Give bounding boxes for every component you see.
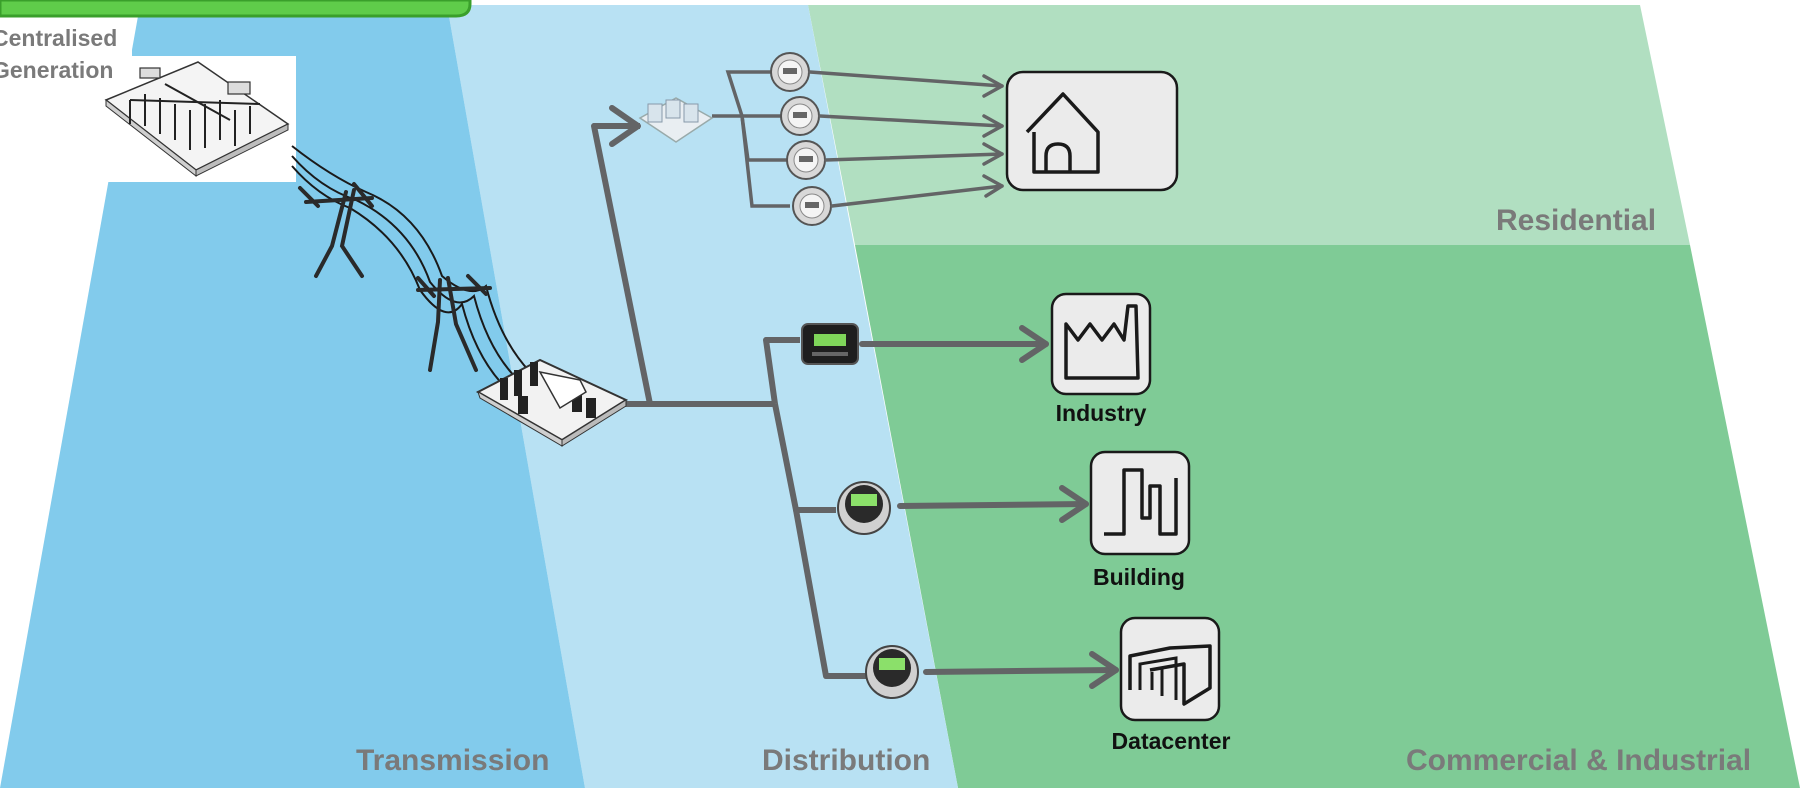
commercial-industrial-zone	[855, 245, 1800, 788]
factory-icon	[1050, 292, 1152, 396]
distribution-label: Distribution	[762, 744, 931, 777]
commercial-industrial-label: Commercial & Industrial	[1406, 744, 1752, 777]
industry-label: Industry	[1055, 400, 1147, 426]
datacenter-label: Datacenter	[1111, 728, 1231, 754]
transmission-label: Transmission	[356, 744, 550, 777]
title-banner	[0, 0, 472, 18]
building-icon	[1089, 450, 1191, 556]
substation-icon	[475, 358, 629, 447]
meter-icon	[792, 186, 832, 226]
generation-label-line1: Centralised	[0, 25, 118, 51]
building-label: Building	[1093, 564, 1185, 590]
meter-icon	[770, 52, 810, 92]
meter-icon	[786, 140, 826, 180]
pylon-icon	[416, 274, 492, 372]
home-icon	[1005, 70, 1179, 192]
distribution-lines	[591, 123, 866, 679]
datacenter-icon	[1119, 616, 1221, 722]
commercial-arrows	[859, 325, 1119, 689]
generation-label-line2: Generation	[0, 57, 114, 83]
smart-meter-icon	[865, 645, 919, 699]
smart-meter-icon	[801, 323, 859, 365]
residential-label: Residential	[1496, 204, 1657, 237]
pylon-icon	[298, 182, 374, 278]
meter-icon	[780, 96, 820, 136]
pole-transformer-icon	[638, 97, 714, 143]
generation-label: Centralised Generation	[0, 22, 126, 86]
smart-meter-icon	[837, 481, 891, 535]
residential-branch-lines	[712, 70, 790, 208]
power-plant-icon	[100, 56, 296, 182]
transmission-zone	[0, 5, 585, 788]
arrowhead	[609, 105, 641, 147]
residential-arrows	[808, 70, 1004, 208]
